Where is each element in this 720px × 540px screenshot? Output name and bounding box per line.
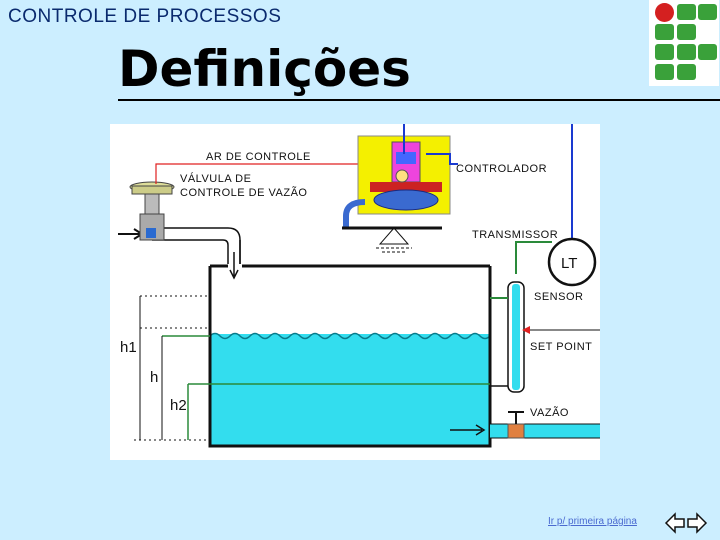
- label-valvula-2: CONTROLE DE VAZÃO: [180, 186, 307, 199]
- label-h2: h2: [170, 397, 187, 414]
- tank-walls: [208, 266, 492, 448]
- label-h: h: [150, 369, 158, 386]
- level-transmitter: [547, 237, 597, 287]
- first-page-link[interactable]: Ir p/ primeira página: [548, 516, 637, 527]
- sensor-standpipe: [490, 241, 552, 393]
- label-vazao: VAZÃO: [530, 406, 569, 419]
- label-controlador: CONTROLADOR: [456, 163, 547, 175]
- prev-arrow-icon[interactable]: [664, 512, 685, 534]
- header-title: CONTROLE DE PROCESSOS: [8, 6, 282, 27]
- control-valve: [129, 181, 175, 241]
- inlet-flow-arrow: [118, 228, 144, 240]
- label-set-point: SET POINT: [530, 341, 592, 353]
- label-valvula-1: VÁLVULA DE: [180, 172, 251, 185]
- lt-label: LT: [561, 255, 577, 272]
- label-h1: h1: [120, 339, 137, 356]
- controller: [343, 135, 451, 228]
- slide-title: Definições: [118, 40, 411, 98]
- institution-logo: [649, 0, 719, 86]
- next-arrow-icon[interactable]: [687, 512, 708, 534]
- label-sensor: SENSOR: [534, 291, 583, 303]
- outlet: [450, 411, 600, 439]
- nav-arrows: [664, 511, 708, 535]
- inlet-pipe: [152, 227, 241, 264]
- level-control-diagram: LT: [110, 124, 600, 460]
- water-surface: [209, 332, 491, 340]
- logo-red-dot: [655, 3, 674, 22]
- tank-water: [210, 334, 490, 445]
- label-ar-controle: AR DE CONTROLE: [206, 151, 311, 163]
- title-underline: [118, 99, 720, 101]
- height-dimensions: [134, 295, 210, 441]
- label-transmissor: TRANSMISSOR: [472, 229, 558, 241]
- set-point-marker: [522, 326, 530, 334]
